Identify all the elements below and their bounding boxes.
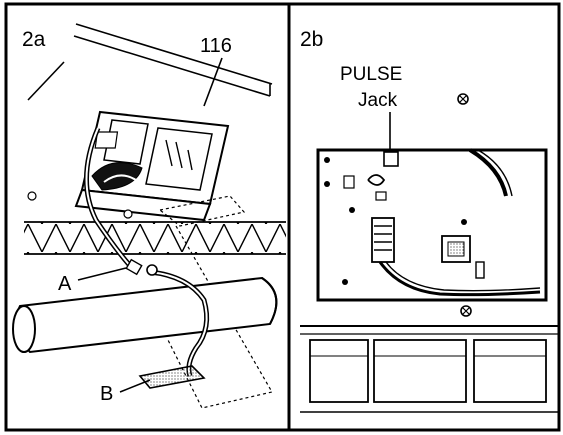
circuit-board bbox=[316, 148, 548, 302]
pulse-jack-label: PULSE bbox=[340, 64, 402, 85]
ceiling-truss bbox=[24, 221, 286, 255]
callout-b: B bbox=[100, 383, 113, 405]
opener-housing bbox=[300, 325, 559, 413]
callout-a: A bbox=[58, 273, 72, 295]
pulse-jack-label: Jack bbox=[358, 90, 398, 111]
ceiling-line bbox=[73, 35, 271, 97]
ceiling-line bbox=[75, 23, 273, 85]
wire-connector-block bbox=[371, 217, 395, 263]
ceiling-edge bbox=[27, 61, 65, 101]
panel-2b: 2b PULSE Jack bbox=[300, 28, 559, 413]
wire-connector-a bbox=[125, 258, 143, 276]
callout-a-leader bbox=[77, 267, 127, 281]
part-number-callout: 116 bbox=[200, 35, 232, 57]
mounting-bracket-b bbox=[138, 365, 206, 389]
panel-2a-title: 2a bbox=[22, 28, 46, 51]
beam bbox=[12, 276, 278, 354]
pulse-jack bbox=[383, 151, 399, 167]
panel-2a: 2a 116 bbox=[12, 23, 286, 409]
figure-border bbox=[4, 2, 561, 432]
callout-b-leader bbox=[119, 379, 151, 393]
part-number-leader bbox=[203, 57, 223, 107]
panel-2b-title: 2b bbox=[300, 28, 323, 51]
rail-outline bbox=[158, 195, 246, 227]
opener-chassis bbox=[27, 110, 230, 222]
